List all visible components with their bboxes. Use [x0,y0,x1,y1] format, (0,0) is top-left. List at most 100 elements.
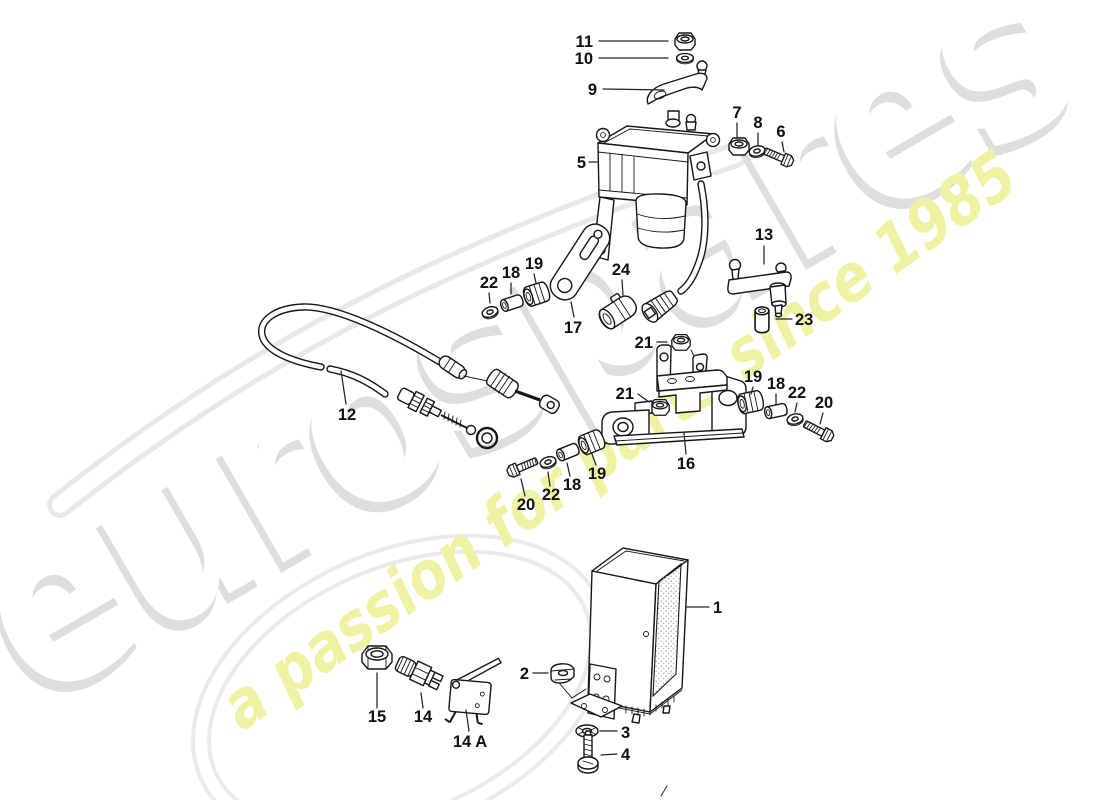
callout-11-label: 11 [576,33,593,51]
callout-18c-label: 18 [563,476,581,494]
callout-7: 7 [732,104,742,139]
callout-19c-label: 19 [588,465,606,483]
callout-19b-label: 19 [744,368,762,386]
callout-13: 13 [755,226,773,265]
callout-21a-label: 21 [635,334,653,352]
callout-17: 17 [564,301,582,337]
part-20b-bolt [801,417,837,445]
part-10-washer [675,52,695,65]
callout-20a-leader [520,478,526,497]
callout-15-label: 15 [368,708,386,726]
callout-9-label: 9 [588,81,597,99]
callout-20a: 20 [517,478,535,514]
callout-4-leader [600,753,618,756]
callout-15: 15 [368,672,386,726]
callout-10-label: 10 [575,50,593,68]
callout-14-label: 14 [414,708,433,726]
part-7-nut [728,137,750,156]
part-12-cable [258,303,561,450]
watermark-brand: eurospares [0,0,1100,754]
part-22b-washer [785,411,805,428]
callout-12: 12 [338,370,356,424]
callout-3: 3 [599,724,630,742]
part-15-nut [361,645,393,670]
callout-19b-leader [750,386,754,395]
callout-21b: 21 [616,385,650,403]
callout-18b-label: 18 [767,375,785,393]
callout-16: 16 [677,432,695,473]
callout-4: 4 [600,746,631,764]
callout-12-leader [340,370,347,405]
callout-19b: 19 [744,368,762,395]
callout-22a-label: 22 [480,274,498,292]
part-11-nut [674,32,696,51]
callout-20a-label: 20 [517,496,535,514]
callout-22b: 22 [788,384,806,413]
stray-mark [660,785,668,797]
callouts: 11 10 9 5 7 8 6 13 [338,33,833,764]
part-21a-nut [671,333,691,351]
callout-22b-leader [794,402,798,413]
callout-6: 6 [776,123,786,153]
callout-6-leader [781,141,785,153]
callout-10: 10 [575,50,669,68]
callout-14a: 14 A [453,709,487,751]
part-13-linkage [727,258,792,318]
callout-11: 11 [576,33,669,51]
part-5-pump [592,110,721,323]
callout-22c: 22 [542,471,560,504]
part-17-bracket-strap [549,223,611,301]
part-2-clip [550,663,575,684]
callout-4-label: 4 [621,746,631,764]
callout-14a-label: 14 A [453,733,487,751]
callout-24-label: 24 [612,261,631,279]
callout-19a: 19 [525,255,543,284]
part-4-screw [577,730,599,774]
callout-22a: 22 [480,274,498,304]
callout-16-label: 16 [677,455,695,473]
callout-7-label: 7 [732,104,741,122]
callout-20b-leader [819,412,824,425]
part-23-sleeve [754,306,770,334]
callout-13-label: 13 [755,226,773,244]
callout-8-label: 8 [753,114,762,132]
callout-9: 9 [588,81,665,99]
callout-18b: 18 [767,375,785,405]
part-14a-microswitch [444,657,502,726]
callout-14: 14 [414,692,433,726]
callout-18c: 18 [563,462,581,494]
callout-1-label: 1 [713,599,722,617]
callout-20b: 20 [815,394,833,425]
part-14-switch [394,655,444,691]
callout-12-label: 12 [338,406,356,424]
part-21b-nut [650,398,670,416]
callout-23-label: 23 [795,311,813,329]
callout-17-label: 17 [564,319,582,337]
callout-16-leader [683,432,687,455]
callout-5-label: 5 [577,154,586,172]
callout-21b-label: 21 [616,385,634,403]
callout-2: 2 [520,665,549,683]
callout-22c-leader [547,471,551,487]
callout-18c-leader [566,462,571,477]
part-24-clamp [598,293,637,330]
callout-22a-leader [488,292,491,304]
callout-18a: 18 [502,264,520,295]
callout-21a: 21 [635,334,668,352]
callout-19c: 19 [588,453,606,483]
callout-3-label: 3 [621,724,630,742]
artwork [258,32,837,797]
callout-6-label: 6 [776,123,785,141]
callout-22b-label: 22 [788,384,806,402]
callout-21b-leader [637,393,650,403]
callout-17-leader [570,301,575,318]
callout-19a-label: 19 [525,255,543,273]
part-18b-sleeve [762,402,789,420]
part-1-control-unit [559,547,689,724]
callout-19a-leader [533,273,537,284]
part-9-lever [646,60,708,105]
callout-1: 1 [685,599,722,617]
callout-18a-label: 18 [502,264,520,282]
